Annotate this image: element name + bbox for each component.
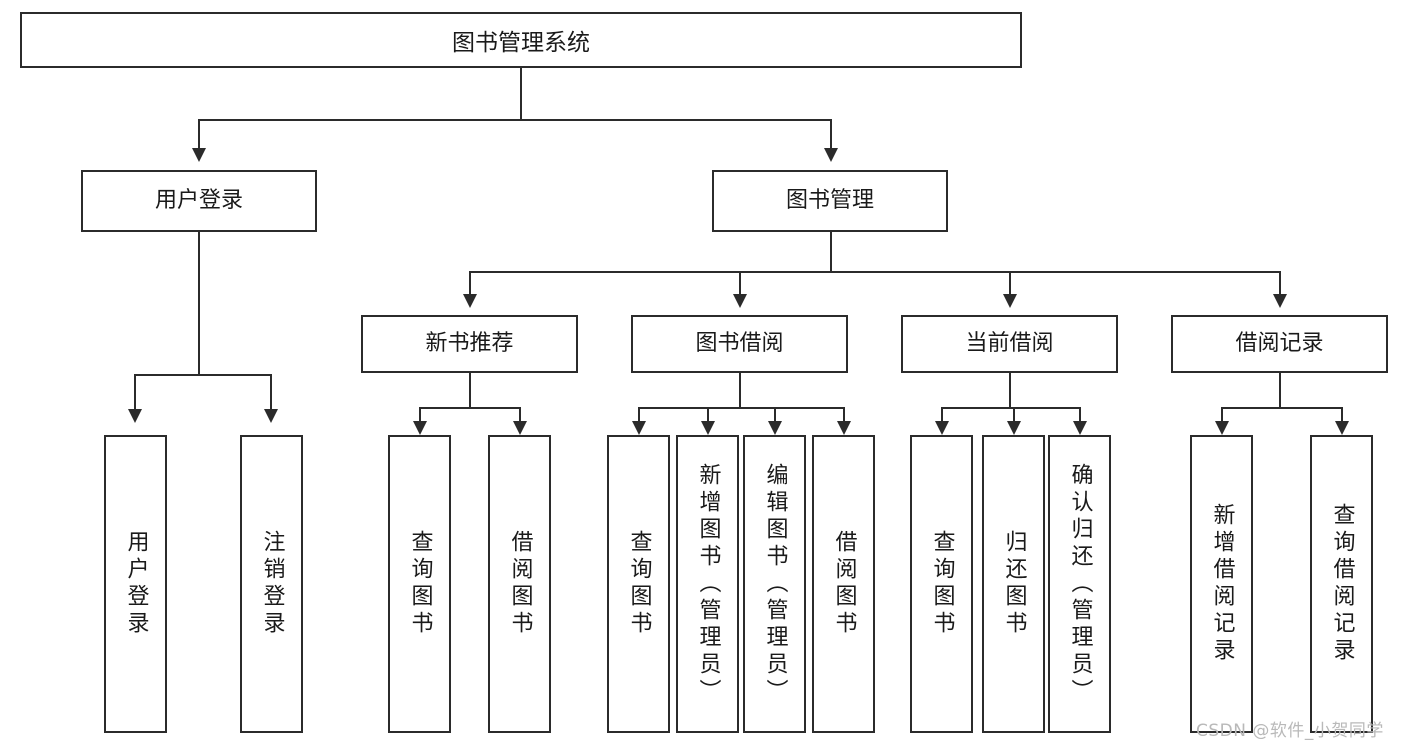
leaf-label: 借阅图书 xyxy=(507,530,533,638)
connector-bm-drop-4 xyxy=(1279,271,1281,295)
connector-bm-drop-1 xyxy=(469,271,471,295)
node-book-management[interactable]: 图书管理 xyxy=(712,170,948,232)
arrow-user-login-leaf-1 xyxy=(128,409,142,423)
connector-nbr-bus xyxy=(419,407,519,409)
node-book-borrow-label: 图书借阅 xyxy=(695,330,784,356)
leaf-label: 借阅图书 xyxy=(831,530,857,638)
leaf-label: 用户登录 xyxy=(123,530,149,638)
connector-user-login-stem xyxy=(198,232,200,375)
connector-book-management-stem xyxy=(830,232,832,272)
arrow-bb-leaf-4 xyxy=(837,421,851,435)
connector-bb-stem xyxy=(739,373,741,408)
connector-root-to-book-management xyxy=(830,119,832,149)
leaf-label: 新增借阅记录 xyxy=(1209,503,1235,665)
arrow-root-to-book-management xyxy=(824,148,838,162)
node-current-borrow-label: 当前借阅 xyxy=(965,330,1054,356)
node-borrow-record[interactable]: 借阅记录 xyxy=(1171,315,1388,373)
arrow-cb-leaf-3 xyxy=(1073,421,1087,435)
arrow-cb-leaf-1 xyxy=(935,421,949,435)
connector-user-login-bus xyxy=(134,374,270,376)
connector-root-stem xyxy=(520,68,522,120)
arrow-nbr-leaf-2 xyxy=(513,421,527,435)
leaf-book-borrow-add[interactable]: 新增图书（管理员） xyxy=(676,435,739,733)
connector-cb-drop-2 xyxy=(1013,407,1015,423)
connector-bm-drop-2 xyxy=(739,271,741,295)
node-book-borrow[interactable]: 图书借阅 xyxy=(631,315,848,373)
connector-br-stem xyxy=(1279,373,1281,408)
connector-cb-drop-3 xyxy=(1079,407,1081,423)
arrow-bm-to-new-book xyxy=(463,294,477,308)
leaf-label: 归还图书 xyxy=(1001,530,1027,638)
connector-nbr-stem xyxy=(469,373,471,408)
leaf-new-book-query[interactable]: 查询图书 xyxy=(388,435,451,733)
connector-bm-drop-3 xyxy=(1009,271,1011,295)
connector-cb-stem xyxy=(1009,373,1011,408)
leaf-label: 查询图书 xyxy=(929,530,955,638)
node-user-login-label: 用户登录 xyxy=(154,187,243,213)
leaf-current-borrow-query[interactable]: 查询图书 xyxy=(910,435,973,733)
leaf-borrow-record-query[interactable]: 查询借阅记录 xyxy=(1310,435,1373,733)
connector-nbr-drop-2 xyxy=(519,407,521,423)
connector-bb-drop-4 xyxy=(843,407,845,423)
arrow-br-leaf-1 xyxy=(1215,421,1229,435)
leaf-label: 查询图书 xyxy=(407,530,433,638)
leaf-label: 新增图书（管理员） xyxy=(695,462,721,706)
leaf-current-borrow-confirm-return[interactable]: 确认归还（管理员） xyxy=(1048,435,1111,733)
leaf-label: 编辑图书（管理员） xyxy=(762,462,788,706)
connector-user-login-drop-2 xyxy=(270,374,272,410)
arrow-cb-leaf-2 xyxy=(1007,421,1021,435)
connector-root-to-user-login xyxy=(198,119,200,149)
leaf-label: 注销登录 xyxy=(259,530,285,638)
node-root-label: 图书管理系统 xyxy=(452,30,590,56)
arrow-bm-to-borrow-record xyxy=(1273,294,1287,308)
arrow-br-leaf-2 xyxy=(1335,421,1349,435)
leaf-label: 确认归还（管理员） xyxy=(1067,462,1093,706)
leaf-book-borrow-query[interactable]: 查询图书 xyxy=(607,435,670,733)
arrow-bb-leaf-2 xyxy=(701,421,715,435)
connector-br-drop-2 xyxy=(1341,407,1343,423)
node-root-book-management-system[interactable]: 图书管理系统 xyxy=(20,12,1022,68)
node-user-login[interactable]: 用户登录 xyxy=(81,170,317,232)
leaf-user-login-logout[interactable]: 注销登录 xyxy=(240,435,303,733)
arrow-bb-leaf-3 xyxy=(768,421,782,435)
node-borrow-record-label: 借阅记录 xyxy=(1235,330,1324,356)
connector-bb-drop-2 xyxy=(707,407,709,423)
connector-cb-drop-1 xyxy=(941,407,943,423)
leaf-label: 查询图书 xyxy=(626,530,652,638)
connector-nbr-drop-1 xyxy=(419,407,421,423)
connector-root-bus xyxy=(198,119,832,121)
leaf-book-borrow-borrow[interactable]: 借阅图书 xyxy=(812,435,875,733)
leaf-current-borrow-return[interactable]: 归还图书 xyxy=(982,435,1045,733)
leaf-new-book-borrow[interactable]: 借阅图书 xyxy=(488,435,551,733)
connector-cb-bus xyxy=(941,407,1080,409)
connector-book-management-bus xyxy=(469,271,1280,273)
leaf-user-login-login[interactable]: 用户登录 xyxy=(104,435,167,733)
arrow-root-to-user-login xyxy=(192,148,206,162)
leaf-book-borrow-edit[interactable]: 编辑图书（管理员） xyxy=(743,435,806,733)
node-new-book-recommend-label: 新书推荐 xyxy=(425,330,514,356)
connector-bb-drop-3 xyxy=(774,407,776,423)
node-book-management-label: 图书管理 xyxy=(785,187,874,213)
connector-bb-drop-1 xyxy=(638,407,640,423)
arrow-bm-to-book-borrow xyxy=(733,294,747,308)
leaf-borrow-record-add[interactable]: 新增借阅记录 xyxy=(1190,435,1253,733)
arrow-bm-to-current-borrow xyxy=(1003,294,1017,308)
connector-user-login-drop-1 xyxy=(134,374,136,410)
connector-br-drop-1 xyxy=(1221,407,1223,423)
connector-bb-bus xyxy=(638,407,844,409)
node-current-borrow[interactable]: 当前借阅 xyxy=(901,315,1118,373)
leaf-label: 查询借阅记录 xyxy=(1329,503,1355,665)
connector-br-bus xyxy=(1221,407,1341,409)
arrow-nbr-leaf-1 xyxy=(413,421,427,435)
arrow-user-login-leaf-2 xyxy=(264,409,278,423)
csdn-watermark: CSDN @软件_小贺同学 xyxy=(1196,721,1384,741)
arrow-bb-leaf-1 xyxy=(632,421,646,435)
node-new-book-recommend[interactable]: 新书推荐 xyxy=(361,315,578,373)
